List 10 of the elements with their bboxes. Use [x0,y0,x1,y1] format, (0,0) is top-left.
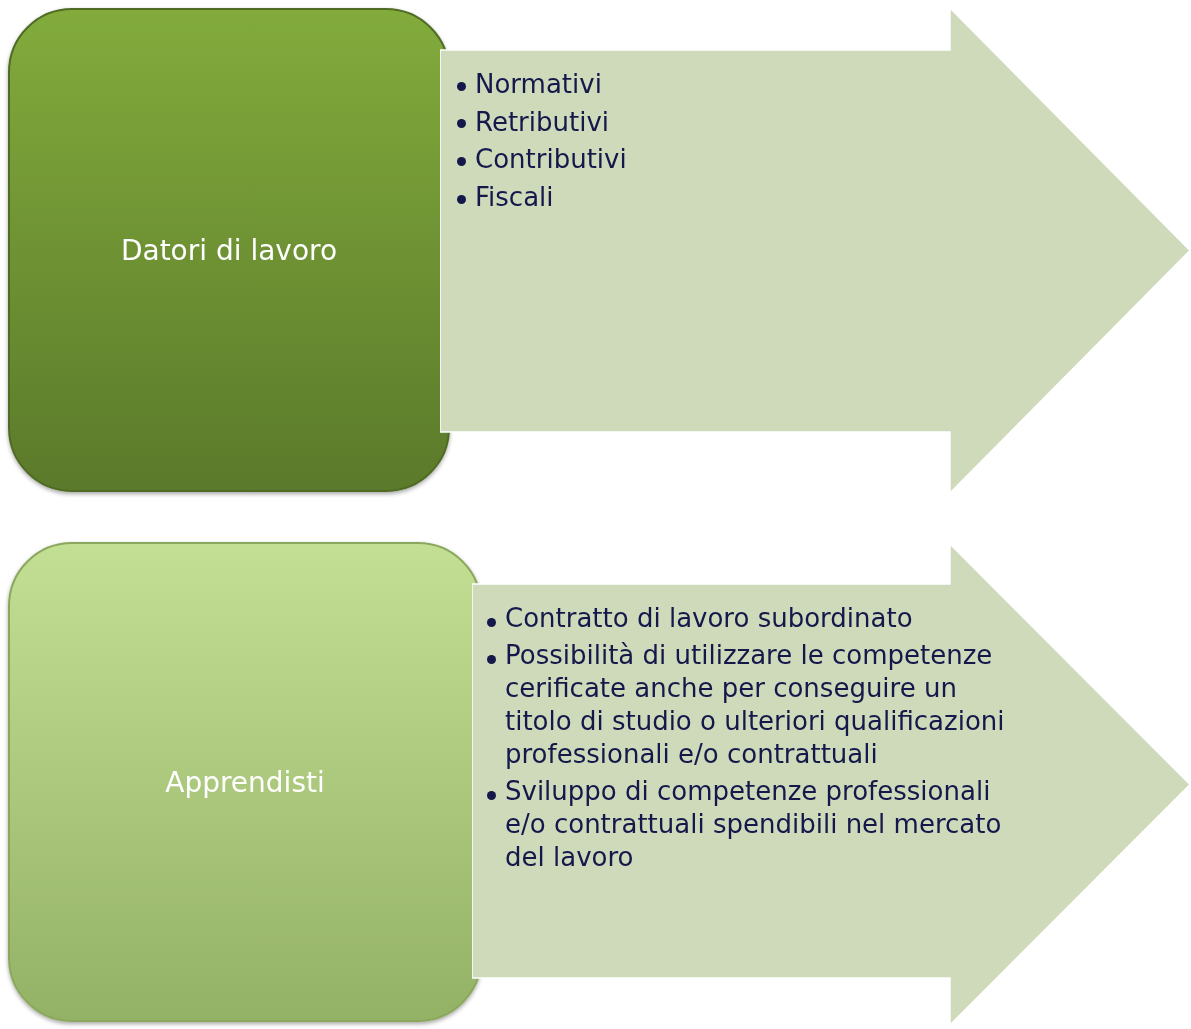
bullet-text: Retributivi [475,106,609,137]
bullet-text: Normativi [475,69,602,99]
bullet-text: Sviluppo di competenze professionali e/o contrattuali spendibili nel mercato del lavoro [505,776,1002,873]
bullet-text: Contributivi [475,144,627,175]
bullet-text: Possibilità di utilizzare le competenze cerificate anche per conseguire un titolo di studio o ulteriori qualificazioni professionali e/o contrattuali [505,640,1005,770]
rounded-square [8,8,450,492]
square-label: Datori di lavoro [120,233,338,267]
bullet-text: Contratto di lavoro subordinato [505,603,913,633]
square-label: Apprendisti [165,765,325,799]
bullet-text: Fiscali [475,182,554,213]
